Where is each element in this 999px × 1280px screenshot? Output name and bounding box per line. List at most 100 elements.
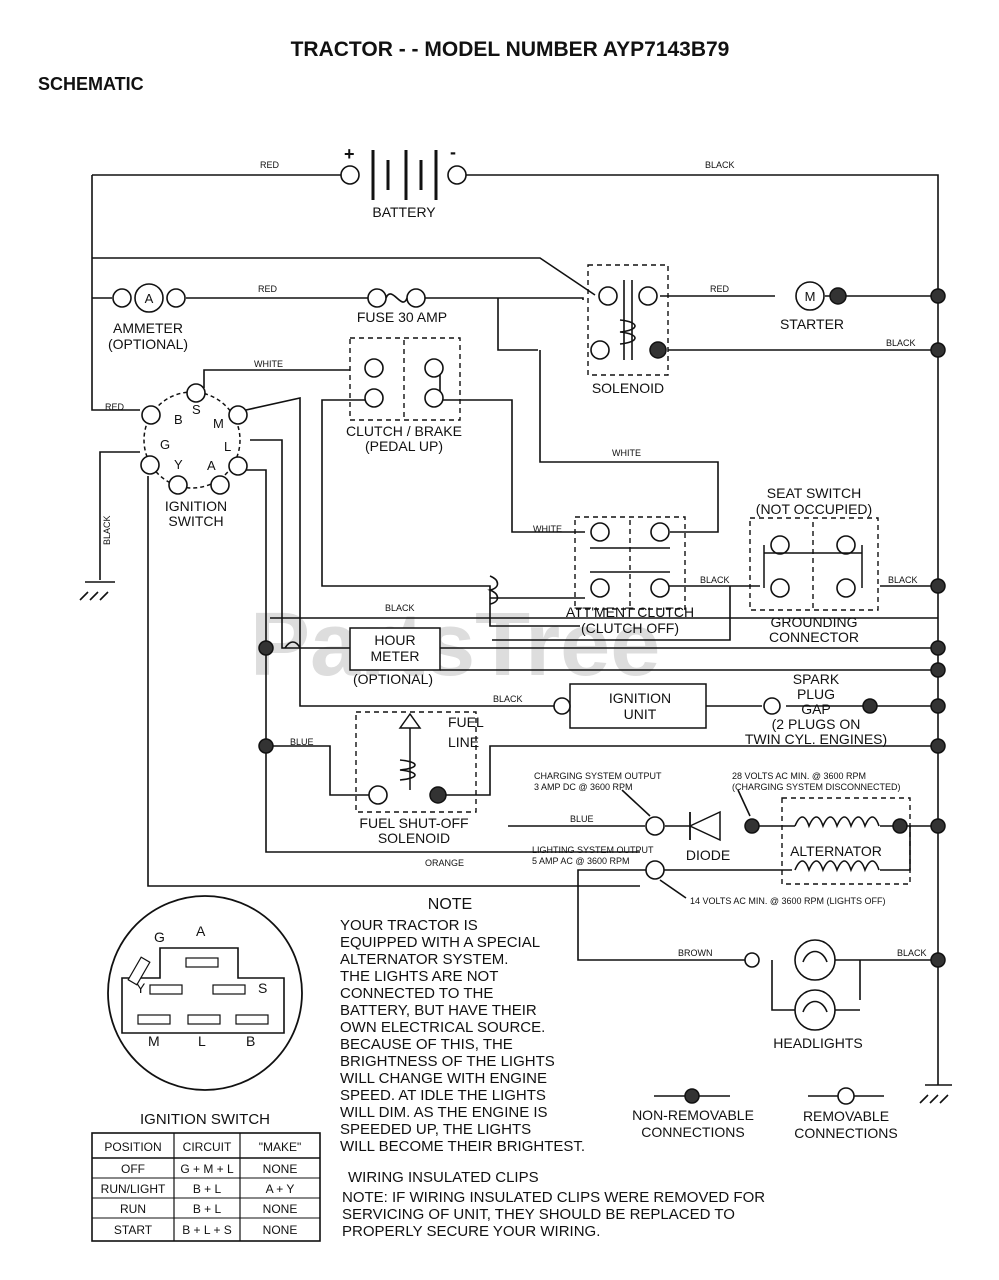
- table-cell: RUN: [120, 1202, 146, 1216]
- watermark: PartsTree: [250, 595, 660, 695]
- wire-label-white: WHITE: [254, 359, 283, 369]
- lighting-output-label: LIGHTING SYSTEM OUTPUT: [532, 845, 654, 855]
- wire-label-blue: BLUE: [570, 814, 594, 824]
- ign-terminal-l: L: [224, 439, 231, 454]
- seat-switch-sub: (NOT OCCUPIED): [756, 501, 872, 517]
- wires: [79, 174, 952, 1104]
- fuel-line-label: FUEL: [448, 714, 484, 730]
- table-cell: NONE: [263, 1223, 298, 1237]
- note-line: WILL BECOME THEIR BRIGHTEST.: [340, 1138, 585, 1155]
- face-l: L: [198, 1033, 206, 1049]
- wire-label-red: RED: [710, 284, 730, 294]
- hour-meter-sub: METER: [371, 648, 420, 664]
- wire-label-white: WHITE: [612, 448, 641, 458]
- seat-switch: SEAT SWITCH (NOT OCCUPIED) GROUNDING CON…: [749, 485, 879, 645]
- wire-label-black: BLACK: [385, 603, 415, 613]
- ign-terminal-m: M: [213, 416, 224, 431]
- wire-label-brown: BROWN: [678, 948, 713, 958]
- ignition-switch-table: IGNITION SWITCH POSITION CIRCUIT "MAKE" …: [91, 1111, 321, 1242]
- clips-line: PROPERLY SECURE YOUR WIRING.: [342, 1223, 600, 1240]
- spark-label-3: GAP: [801, 701, 831, 717]
- wire-label-black: BLACK: [102, 515, 112, 545]
- ammeter-label: AMMETER: [113, 320, 183, 336]
- battery: + - BATTERY: [340, 142, 467, 220]
- ignition-switch-label: IGNITION: [165, 498, 227, 514]
- note-line: THE LIGHTS ARE NOT: [340, 968, 498, 985]
- face-y: Y: [136, 980, 146, 996]
- hour-meter: HOUR METER (OPTIONAL): [284, 627, 441, 687]
- table-heading: IGNITION SWITCH: [140, 1111, 270, 1128]
- grounding-sub: CONNECTOR: [769, 629, 859, 645]
- attment-clutch-sub: (CLUTCH OFF): [581, 620, 679, 636]
- clips-note: WIRING INSULATED CLIPS NOTE: IF WIRING I…: [342, 1169, 765, 1240]
- face-g: G: [154, 929, 165, 945]
- diode-label: DIODE: [686, 847, 730, 863]
- fuse: FUSE 30 AMP: [357, 288, 447, 325]
- wire-label-white: WHITE: [533, 524, 562, 534]
- legend-non-removable: NON-REMOVABLE: [632, 1107, 754, 1123]
- table-cell: B + L + S: [182, 1223, 232, 1237]
- legend-removable: REMOVABLE: [803, 1108, 889, 1124]
- note-line: OWN ELECTRICAL SOURCE.: [340, 1019, 545, 1036]
- ignition-unit-label: IGNITION: [609, 690, 671, 706]
- note-heading: NOTE: [428, 896, 472, 913]
- ign-terminal-b: B: [174, 412, 183, 427]
- face-s: S: [258, 980, 267, 996]
- seat-switch-label: SEAT SWITCH: [767, 485, 861, 501]
- hour-meter-optional: (OPTIONAL): [353, 671, 433, 687]
- page-subtitle: SCHEMATIC: [38, 74, 144, 94]
- spark-label-2: PLUG: [797, 686, 835, 702]
- face-a: A: [196, 923, 206, 939]
- legend-removable-sub: CONNECTIONS: [794, 1125, 897, 1141]
- headlights: HEADLIGHTS: [744, 939, 863, 1051]
- table-cell: RUN/LIGHT: [101, 1182, 166, 1196]
- table-cell: OFF: [121, 1162, 145, 1176]
- table-cell: B + L: [193, 1202, 222, 1216]
- ignition-switch-circuit: B S M G L Y A IGNITION SWITCH: [140, 383, 248, 529]
- fuse-label: FUSE 30 AMP: [357, 309, 447, 325]
- volts28-sub: (CHARGING SYSTEM DISCONNECTED): [732, 782, 901, 792]
- clutch-brake-switch: CLUTCH / BRAKE (PEDAL UP): [346, 337, 462, 454]
- note-line: BATTERY, BUT HAVE THEIR: [340, 1002, 537, 1019]
- legend-non-removable-sub: CONNECTIONS: [641, 1124, 744, 1140]
- wire-label-red: RED: [258, 284, 278, 294]
- table-header: CIRCUIT: [183, 1140, 232, 1154]
- wire-label-red: RED: [260, 160, 280, 170]
- note-line: SPEEDED UP, THE LIGHTS: [340, 1121, 531, 1138]
- ignition-switch-face: G A Y S M L B: [107, 895, 303, 1091]
- wire-label-black: BLACK: [493, 694, 523, 704]
- wire-label-orange: ORANGE: [425, 858, 464, 868]
- attment-clutch-label: ATT'MENT CLUTCH: [566, 604, 694, 620]
- note-line: SPEED. AT IDLE THE LIGHTS: [340, 1087, 546, 1104]
- ign-terminal-y: Y: [174, 457, 183, 472]
- table-cell: NONE: [263, 1162, 298, 1176]
- table-cell: START: [114, 1223, 153, 1237]
- ignition-unit-sub: UNIT: [624, 706, 657, 722]
- ign-terminal-a: A: [207, 458, 216, 473]
- spark-label-4: (2 PLUGS ON: [772, 716, 861, 732]
- attachment-clutch-switch: ATT'MENT CLUTCH (CLUTCH OFF): [487, 516, 694, 636]
- clips-line: NOTE: IF WIRING INSULATED CLIPS WERE REM…: [342, 1189, 765, 1206]
- wire-labels: RED BLACK RED RED BLACK RED WHITE WHITE …: [102, 160, 927, 958]
- solenoid: SOLENOID: [587, 264, 669, 396]
- clips-line: SERVICING OF UNIT, THEY SHOULD BE REPLAC…: [342, 1206, 735, 1223]
- face-m: M: [148, 1033, 160, 1049]
- ammeter: A AMMETER (OPTIONAL): [108, 283, 188, 352]
- fuel-shutoff-solenoid: FUEL LINE FUEL SHUT-OFF SOLENOID: [355, 711, 484, 846]
- table-cell: NONE: [263, 1202, 298, 1216]
- wire-label-black: BLACK: [886, 338, 916, 348]
- ignition-switch-sub: SWITCH: [168, 513, 223, 529]
- ammeter-optional: (OPTIONAL): [108, 336, 188, 352]
- wire-label-red: RED: [105, 402, 125, 412]
- volts14-label: 14 VOLTS AC MIN. @ 3600 RPM (LIGHTS OFF): [690, 896, 886, 906]
- spark-label-5: TWIN CYL. ENGINES): [745, 731, 887, 747]
- note-line: CONNECTED TO THE: [340, 985, 493, 1002]
- clips-heading: WIRING INSULATED CLIPS: [348, 1169, 539, 1186]
- note-line: WILL DIM. AS THE ENGINE IS: [340, 1104, 548, 1121]
- starter-label: STARTER: [780, 316, 844, 332]
- lighting-output-sub: 5 AMP AC @ 3600 RPM: [532, 856, 630, 866]
- spark-label-1: SPARK: [793, 671, 840, 687]
- wire-label-black: BLACK: [705, 160, 735, 170]
- starter: M STARTER: [780, 281, 847, 332]
